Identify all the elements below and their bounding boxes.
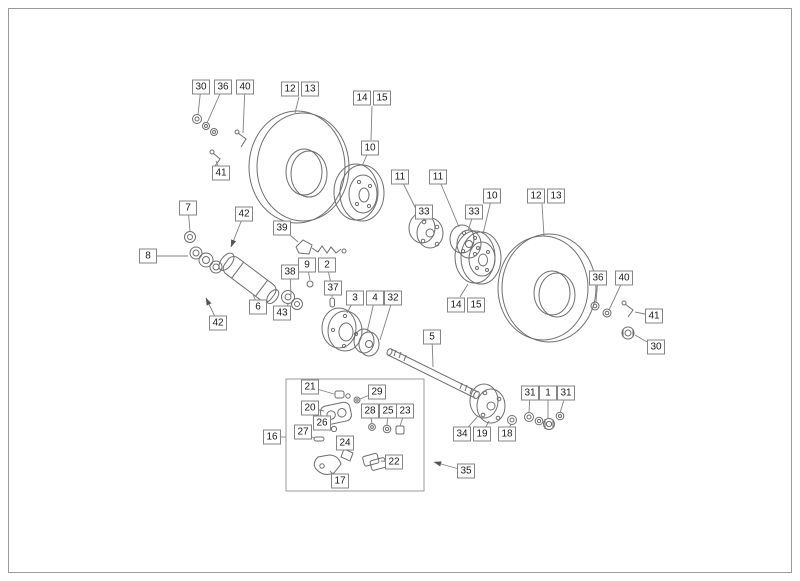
axle-housing-assembly <box>189 246 335 310</box>
hub-carrier-left <box>408 212 444 249</box>
tire-right <box>497 233 597 343</box>
wheel-rim-right <box>454 230 502 285</box>
brake-cam-lever-39 <box>295 239 347 255</box>
pin-37 <box>329 297 335 308</box>
axle-nut-washer-set-left <box>192 114 247 167</box>
disc-hub <box>353 328 380 357</box>
wheel-rim-left <box>333 163 385 222</box>
wheel-hub-flange <box>469 383 506 424</box>
page-border <box>8 8 792 573</box>
brake-disc <box>321 307 363 352</box>
axle-shaft <box>386 348 480 400</box>
leader-lines <box>148 86 657 482</box>
brake-assembly-box <box>285 378 425 492</box>
tire-left <box>248 110 350 224</box>
axle-end-fasteners-right <box>590 300 635 340</box>
hub-washer-nut-set <box>524 411 565 430</box>
hub-cap-18 <box>507 415 517 425</box>
seal-ring-7 <box>184 231 196 243</box>
